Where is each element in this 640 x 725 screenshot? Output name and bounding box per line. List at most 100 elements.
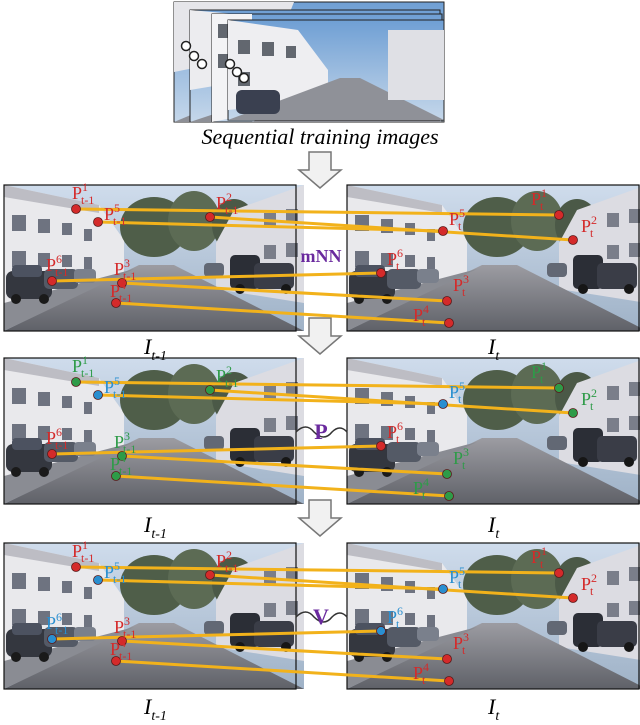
feature-point-curr	[438, 399, 448, 409]
feature-point-curr	[554, 383, 564, 393]
match-line	[114, 474, 451, 498]
match-line	[120, 281, 449, 303]
match-line	[208, 215, 575, 242]
feature-point-curr	[444, 676, 454, 686]
feature-point-prev	[71, 562, 81, 572]
down-arrow-3	[298, 499, 342, 537]
feature-point-curr	[568, 235, 578, 245]
caption-sequential-training-images: Sequential training images	[201, 124, 439, 149]
feature-point-curr	[444, 491, 454, 501]
match-line	[74, 380, 561, 390]
feature-point-prev	[205, 385, 215, 395]
feature-point-prev	[117, 451, 127, 461]
feature-point-curr	[376, 626, 386, 636]
connector-label: V	[313, 604, 329, 629]
feature-point-prev	[111, 656, 121, 666]
feature-point-prev	[111, 471, 121, 481]
match-line	[114, 659, 451, 683]
feature-point-prev	[205, 212, 215, 222]
frame-border	[346, 184, 640, 332]
match-line	[74, 565, 561, 575]
down-arrow-1	[298, 151, 342, 189]
feature-point-curr	[568, 593, 578, 603]
frame-label-prev: It-1	[144, 512, 167, 542]
match-line	[50, 444, 383, 456]
feature-point-curr	[554, 568, 564, 578]
feature-point-prev	[93, 390, 103, 400]
feature-point-prev	[117, 278, 127, 288]
frame-label-prev: It-1	[144, 334, 167, 364]
frame-label-curr: It	[488, 512, 500, 542]
feature-point-curr	[554, 210, 564, 220]
feature-point-prev	[93, 217, 103, 227]
connector-label: P	[314, 419, 327, 444]
match-line	[50, 629, 383, 641]
frame-border	[3, 184, 297, 332]
down-arrow-2	[298, 317, 342, 355]
feature-point-curr	[442, 296, 452, 306]
feature-point-prev	[111, 298, 121, 308]
match-line	[208, 388, 575, 415]
feature-point-prev	[47, 276, 57, 286]
frame-label-prev: It-1	[144, 694, 167, 724]
match-line	[120, 639, 449, 661]
connector-label: mNN	[301, 246, 342, 266]
feature-point-curr	[438, 584, 448, 594]
match-line	[120, 454, 449, 476]
feature-point-curr	[442, 469, 452, 479]
feature-point-curr	[438, 226, 448, 236]
feature-point-prev	[71, 204, 81, 214]
feature-point-prev	[117, 636, 127, 646]
match-line	[208, 573, 575, 600]
feature-point-curr	[568, 408, 578, 418]
feature-point-curr	[376, 268, 386, 278]
connector-squiggle	[295, 611, 348, 623]
feature-point-prev	[47, 634, 57, 644]
feature-point-prev	[47, 449, 57, 459]
feature-point-prev	[71, 377, 81, 387]
feature-point-curr	[444, 318, 454, 328]
feature-point-curr	[376, 441, 386, 451]
sequential-images-stack	[173, 1, 445, 123]
frame-label-curr: It	[488, 334, 500, 364]
feature-point-prev	[205, 570, 215, 580]
feature-point-curr	[442, 654, 452, 664]
match-line	[74, 207, 561, 217]
